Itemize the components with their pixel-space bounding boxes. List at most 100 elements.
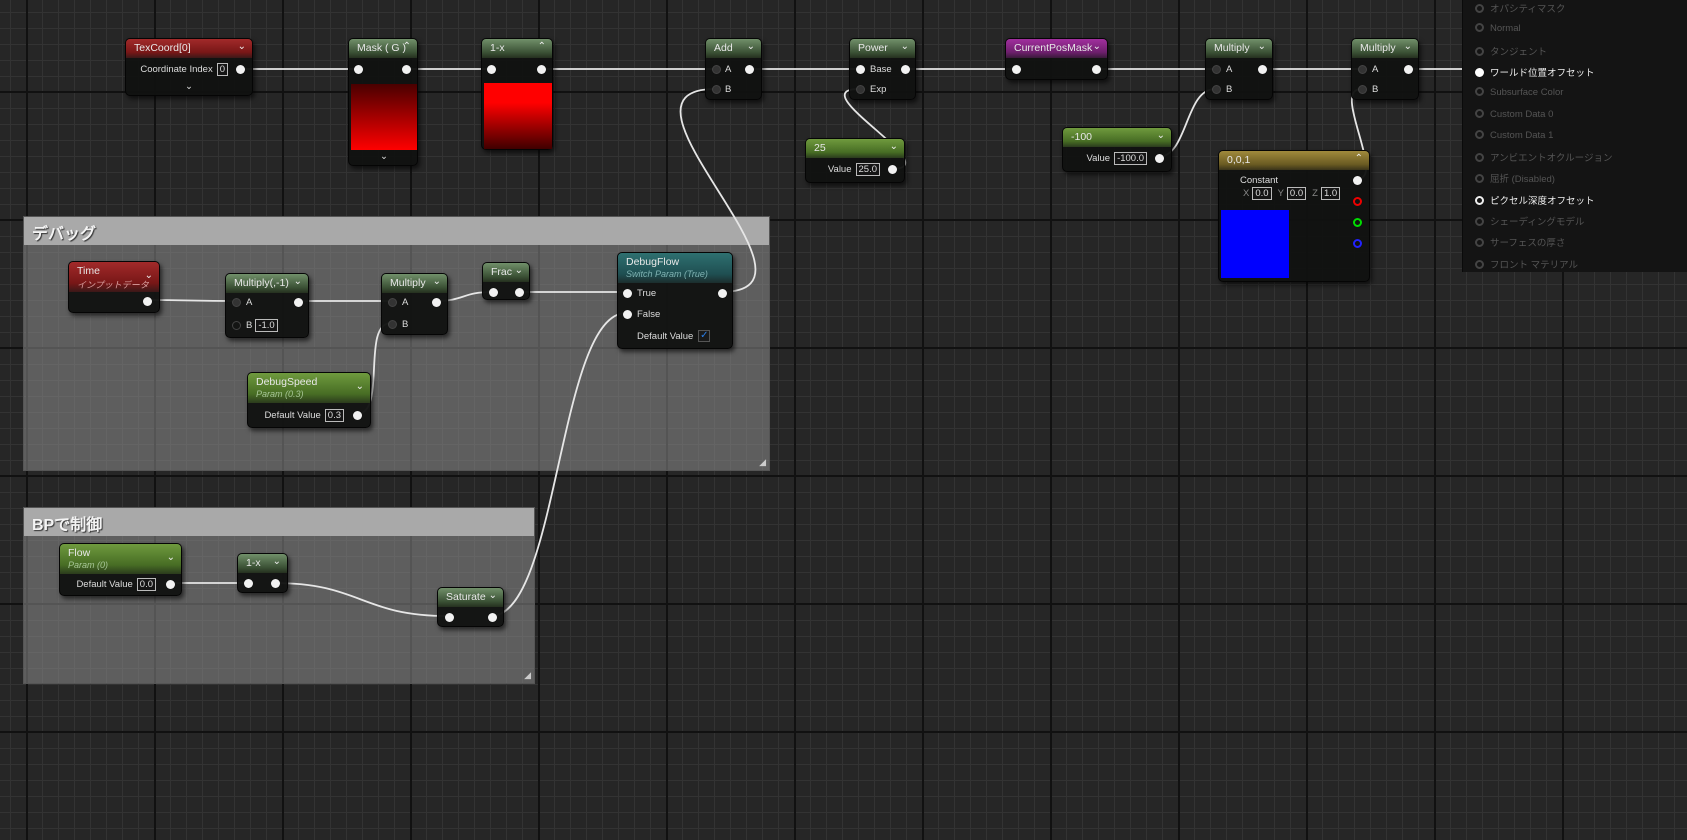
comment-title[interactable]: デバッグ bbox=[24, 217, 769, 245]
resize-grip-icon[interactable]: ◢ bbox=[524, 670, 531, 680]
node-constant-minus-100[interactable]: -100⌄ Value -100.0 bbox=[1062, 127, 1172, 172]
output-pin[interactable] bbox=[515, 288, 524, 297]
chevron-down-icon[interactable]: ⌄ bbox=[746, 41, 755, 52]
input-pin-base[interactable] bbox=[856, 65, 865, 74]
y-field[interactable]: 0.0 bbox=[1286, 187, 1307, 200]
output-pin[interactable] bbox=[488, 613, 497, 622]
input-pin[interactable] bbox=[487, 65, 496, 74]
chevron-up-icon[interactable]: ⌃ bbox=[1354, 153, 1363, 164]
node-multiply-neg1[interactable]: Multiply(,-1)⌄ A B -1.0 bbox=[225, 273, 309, 338]
node-multiply-2[interactable]: Multiply⌄ A B bbox=[1351, 38, 1419, 100]
chevron-down-icon[interactable]: ⌄ bbox=[514, 265, 523, 276]
input-pin[interactable] bbox=[244, 579, 253, 588]
material-output-pin[interactable]: ワールド位置オフセット bbox=[1475, 65, 1595, 79]
output-pin-g[interactable] bbox=[1353, 218, 1362, 227]
chevron-down-icon[interactable]: ⌄ bbox=[1403, 41, 1412, 52]
input-pin[interactable] bbox=[445, 613, 454, 622]
chevron-down-icon[interactable]: ⌄ bbox=[355, 381, 364, 392]
input-pin-a[interactable] bbox=[388, 298, 397, 307]
node-power[interactable]: Power⌄ Base Exp bbox=[849, 38, 916, 100]
output-pin-r[interactable] bbox=[1353, 197, 1362, 206]
output-pin[interactable] bbox=[236, 65, 245, 74]
pin-icon[interactable] bbox=[1475, 259, 1484, 269]
output-pin[interactable] bbox=[745, 65, 754, 74]
output-pin[interactable] bbox=[1092, 65, 1101, 74]
pin-icon[interactable] bbox=[1475, 195, 1484, 205]
pin-icon[interactable] bbox=[1475, 46, 1484, 56]
output-pin[interactable] bbox=[901, 65, 910, 74]
chevron-down-icon[interactable]: ⌄ bbox=[237, 41, 246, 52]
expand-chevron-icon[interactable]: ⌄ bbox=[380, 151, 388, 162]
node-saturate[interactable]: Saturate⌄ bbox=[437, 587, 504, 627]
material-output-pin[interactable]: Normal bbox=[1475, 22, 1521, 34]
material-output-pin[interactable]: タンジェント bbox=[1475, 44, 1547, 58]
default-value-checkbox[interactable]: ✓ bbox=[698, 330, 711, 342]
output-pin-b[interactable] bbox=[1353, 239, 1362, 248]
input-pin-a[interactable] bbox=[712, 65, 721, 74]
output-pin[interactable] bbox=[537, 65, 546, 74]
material-output-pin[interactable]: Custom Data 1 bbox=[1475, 129, 1553, 141]
material-output-pin[interactable]: ピクセル深度オフセット bbox=[1475, 193, 1595, 207]
chevron-down-icon[interactable]: ⌄ bbox=[144, 270, 153, 281]
material-output-pin[interactable]: Subsurface Color bbox=[1475, 86, 1563, 98]
input-pin-b[interactable] bbox=[232, 321, 241, 330]
input-pin-a[interactable] bbox=[1358, 65, 1367, 74]
pin-icon[interactable] bbox=[1475, 4, 1484, 13]
input-pin[interactable] bbox=[489, 288, 498, 297]
node-frac[interactable]: Frac⌄ bbox=[482, 262, 530, 300]
chevron-down-icon[interactable]: ⌄ bbox=[900, 41, 909, 52]
output-pin[interactable] bbox=[353, 411, 362, 420]
node-constant-25[interactable]: 25⌄ Value 25.0 bbox=[805, 138, 905, 183]
node-one-minus[interactable]: 1-x⌃ bbox=[481, 38, 553, 150]
output-pin[interactable] bbox=[143, 297, 152, 306]
input-pin-b[interactable] bbox=[388, 320, 397, 329]
resize-grip-icon[interactable]: ◢ bbox=[759, 457, 766, 467]
chevron-up-icon[interactable]: ⌃ bbox=[402, 41, 411, 52]
input-pin-true[interactable] bbox=[623, 289, 632, 298]
material-output-pin[interactable]: Custom Data 0 bbox=[1475, 108, 1553, 120]
node-texcoord[interactable]: TexCoord[0]⌄ Coordinate Index 0 ⌄ bbox=[125, 38, 253, 96]
pin-icon[interactable] bbox=[1475, 217, 1484, 226]
material-output-pin[interactable]: 屈折 (Disabled) bbox=[1475, 171, 1555, 185]
output-pin-rgb[interactable] bbox=[1353, 176, 1362, 185]
chevron-down-icon[interactable]: ⌄ bbox=[272, 556, 281, 567]
pin-icon[interactable] bbox=[1475, 153, 1484, 163]
chevron-down-icon[interactable]: ⌄ bbox=[488, 590, 497, 601]
output-pin[interactable] bbox=[432, 298, 441, 307]
chevron-down-icon[interactable]: ⌄ bbox=[889, 141, 898, 152]
value-field[interactable]: -100.0 bbox=[1114, 152, 1147, 165]
chevron-up-icon[interactable]: ⌃ bbox=[537, 41, 546, 52]
value-field[interactable]: 25.0 bbox=[855, 163, 880, 176]
chevron-down-icon[interactable]: ⌄ bbox=[1257, 41, 1266, 52]
x-field[interactable]: 0.0 bbox=[1252, 187, 1272, 200]
expand-chevron-icon[interactable]: ⌄ bbox=[185, 81, 193, 92]
default-value-field[interactable]: 0.3 bbox=[324, 409, 344, 422]
output-pin[interactable] bbox=[1155, 154, 1164, 163]
chevron-down-icon[interactable]: ⌄ bbox=[432, 276, 441, 287]
node-multiply-3[interactable]: Multiply⌄ A B bbox=[381, 273, 448, 335]
input-pin[interactable] bbox=[1012, 65, 1021, 74]
output-pin[interactable] bbox=[402, 65, 411, 74]
pin-icon[interactable] bbox=[1475, 174, 1484, 184]
input-pin[interactable] bbox=[354, 65, 363, 74]
node-vector-001[interactable]: 0,0,1⌃ Constant X 0.0 Y 0.0 Z 1.0 bbox=[1218, 150, 1370, 282]
chevron-down-icon[interactable]: ⌄ bbox=[1092, 41, 1101, 52]
node-current-pos-mask[interactable]: CurrentPosMask⌄ bbox=[1005, 38, 1108, 80]
material-output-pin[interactable]: シェーディングモデル bbox=[1475, 214, 1584, 228]
input-pin-b[interactable] bbox=[1358, 85, 1367, 94]
input-pin-exp[interactable] bbox=[856, 85, 865, 94]
pin-icon[interactable] bbox=[1475, 23, 1484, 33]
output-pin[interactable] bbox=[166, 580, 175, 589]
pin-icon[interactable] bbox=[1475, 87, 1484, 97]
output-pin[interactable] bbox=[271, 579, 280, 588]
b-value-field[interactable]: -1.0 bbox=[255, 319, 278, 332]
output-pin[interactable] bbox=[294, 298, 303, 307]
comment-title[interactable]: BPで制御 bbox=[24, 508, 534, 536]
chevron-down-icon[interactable]: ⌄ bbox=[1156, 130, 1165, 141]
node-multiply-1[interactable]: Multiply⌄ A B bbox=[1205, 38, 1273, 100]
material-output-pin[interactable]: サーフェスの厚さ bbox=[1475, 235, 1565, 249]
